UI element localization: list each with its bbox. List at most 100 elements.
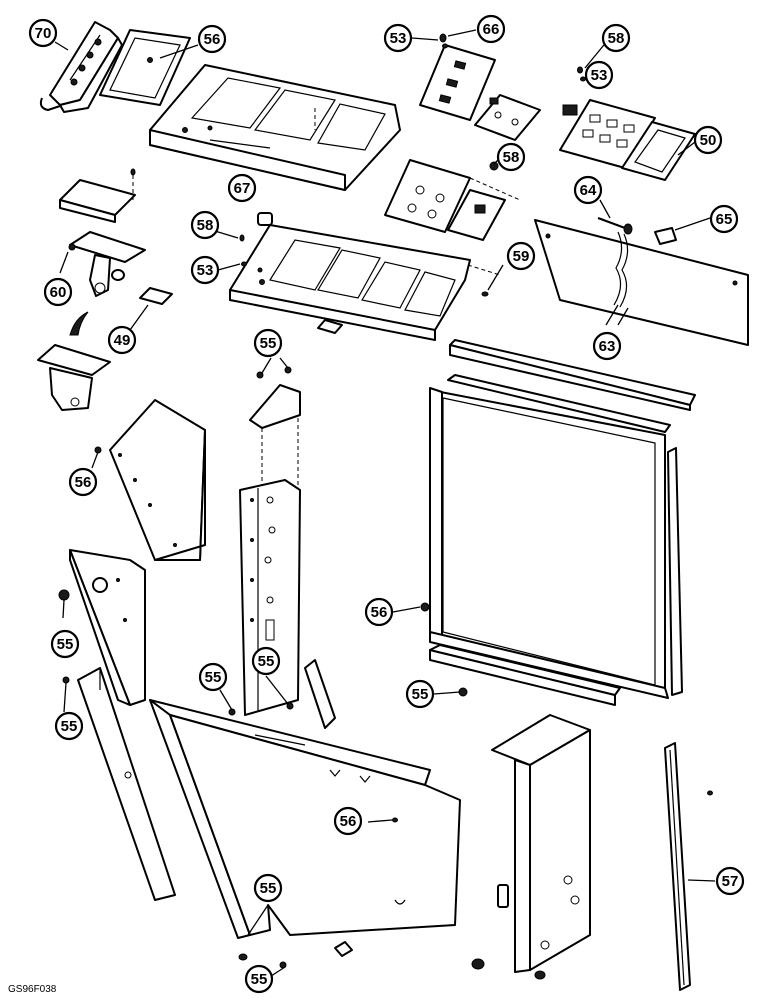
callout-circle [227,173,257,203]
callout-circle [496,142,526,172]
callout-number: 58 [503,149,520,166]
callout-circle [364,597,394,627]
callout-number: 66 [483,21,500,38]
callout-circle [197,24,227,54]
right-slim-strip [664,742,691,991]
callout-circle [592,331,622,361]
callout-circle [28,18,58,48]
knob-67 [257,212,273,226]
cover-plate-right [621,121,696,181]
leader-lines [54,29,716,979]
callout-number: 55 [57,636,74,653]
callout-55: 55 [198,662,228,692]
callout-circle [68,467,98,497]
latch-65 [654,227,677,245]
callout-63: 63 [592,331,622,361]
callout-65: 65 [709,204,739,234]
callout-67: 67 [227,173,257,203]
callout-number: 55 [251,971,268,988]
left-bracket-mount [69,231,146,297]
left-bracket-lower [37,344,111,411]
callout-circle [383,23,413,53]
top-strip [449,339,696,411]
bracket-part [39,21,123,113]
callout-number: 53 [591,67,608,84]
callout-circle [693,125,723,155]
callout-circle [476,14,506,44]
callout-60: 60 [43,277,73,307]
callout-number: 60 [50,284,67,301]
callout-number: 53 [390,30,407,47]
callout-49: 49 [107,325,137,355]
callout-56: 56 [68,467,98,497]
callout-number: 58 [608,30,625,47]
callout-circle [573,175,603,205]
callout-circle [244,964,274,994]
callout-56: 56 [333,806,363,836]
callout-number: 55 [205,669,222,686]
callout-55: 55 [50,629,80,659]
callout-number: 56 [371,604,388,621]
right-edge-strip [667,447,683,696]
callout-circle [333,806,363,836]
callout-circle [715,866,745,896]
callout-number: 56 [340,813,357,830]
callout-55: 55 [405,679,435,709]
callout-53: 53 [584,60,614,90]
callout-55: 55 [244,964,274,994]
frame-top-rail [447,374,671,433]
screws [58,33,713,969]
callout-55: 55 [253,873,283,903]
callout-56: 56 [197,24,227,54]
callout-55: 55 [253,328,283,358]
callout-number: 53 [197,262,214,279]
callout-number: 59 [513,248,530,265]
callout-number: 56 [75,474,92,491]
bottom-strip [429,644,621,706]
callout-circle [601,23,631,53]
right-cover-panel [534,219,749,346]
center-post [239,479,301,716]
callout-number: 56 [204,31,221,48]
callout-59: 59 [506,241,536,271]
callout-circle [405,679,435,709]
bolt-64 [597,217,633,235]
callout-number: 55 [412,686,429,703]
callout-58: 58 [496,142,526,172]
callout-58: 58 [601,23,631,53]
mounting-plate-mid [384,159,521,241]
left-long-strip [77,667,176,901]
door-frame [429,387,669,699]
callout-number: 64 [580,182,597,199]
left-bracket-upper [59,175,136,223]
angled-side-panel [109,399,206,561]
callout-number: 57 [722,873,739,890]
left-tall-post [69,549,146,706]
callout-circle [190,210,220,240]
callout-53: 53 [190,255,220,285]
switch-panel-right [559,99,656,169]
callout-55: 55 [54,711,84,741]
callout-number: 67 [234,180,251,197]
callout-circle [253,873,283,903]
callout-56: 56 [364,597,394,627]
callout-circle [54,711,84,741]
callout-64: 64 [573,175,603,205]
callout-circle [506,241,536,271]
curved-arrow [69,311,89,336]
callout-number: 55 [258,653,275,670]
callout-58: 58 [190,210,220,240]
callout-number: 55 [61,718,78,735]
small-side-bracket [304,659,336,729]
callout-circle [43,277,73,307]
callout-number: 63 [599,338,616,355]
callout-number: 65 [716,211,733,228]
callout-66: 66 [476,14,506,44]
callout-circle [198,662,228,692]
switch-plate-upper [419,44,496,121]
tray-part [99,29,191,106]
switch-bracket [474,94,541,141]
callout-circle [107,325,137,355]
callout-55: 55 [251,646,281,676]
